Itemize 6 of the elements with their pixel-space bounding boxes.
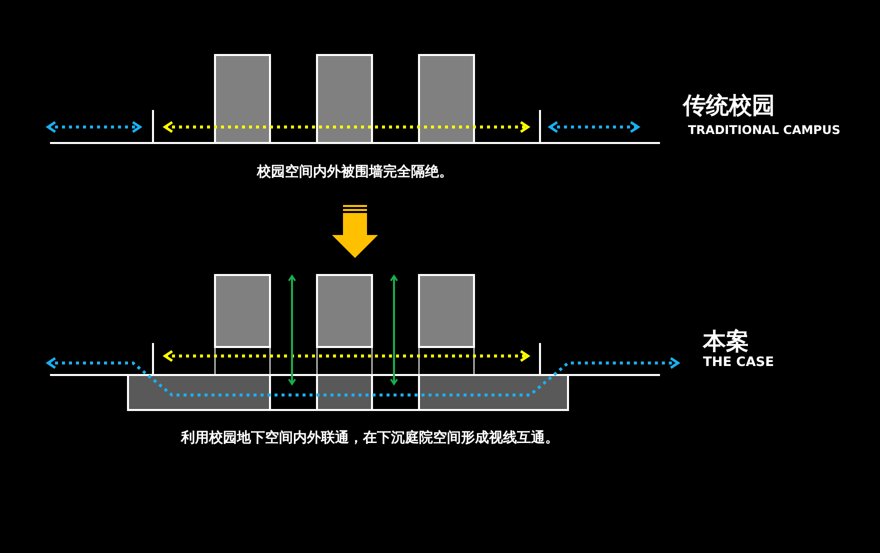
caption: 利用校园地下空间内外联通，在下沉庭院空间形成视线互通。	[181, 429, 559, 447]
caption: 校园空间内外被围墙完全隔绝。	[257, 163, 453, 181]
heading: 传统校园	[683, 92, 775, 121]
subheading: TRADITIONAL CAMPUS	[688, 123, 840, 137]
heading: 本案	[703, 328, 749, 356]
subheading: THE CASE	[703, 355, 774, 370]
